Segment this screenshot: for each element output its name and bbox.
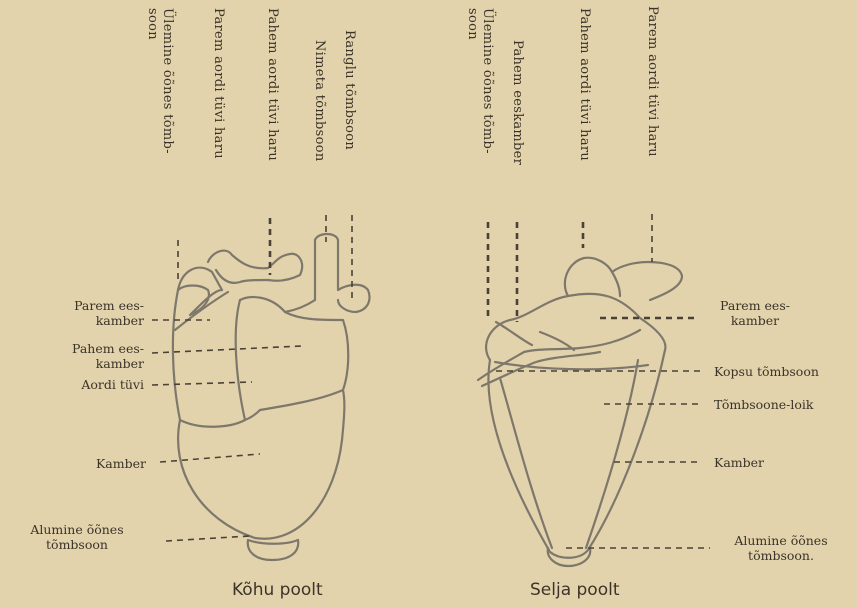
front-label-parem-aordi-tuvi-haru: Parem aordi tüvi haru <box>211 8 226 159</box>
back-label-pahem-aordi-tuvi-haru: Pahem aordi tüvi haru <box>577 8 592 161</box>
back-label-parem-eeskamber: Parem ees- kamber <box>705 298 805 328</box>
back-label-pahem-eeskamber: Pahem eeskamber <box>510 40 525 165</box>
front-label-kamber: Kamber <box>20 456 146 471</box>
back-label-ulemine-oones-tombsoon: Ülemine õõnes tõmb- soon <box>465 8 495 154</box>
back-label-kopsu-tombsoon: Kopsu tõmbsoon <box>714 364 854 379</box>
front-leader-lines <box>152 215 352 541</box>
back-label-parem-aordi-tuvi-haru: Parem aordi tüvi haru <box>645 6 660 157</box>
front-view-caption: Kõhu poolt <box>232 580 323 600</box>
front-label-alumine-oones-tombsoon: Alumine õõnes tõmbsoon <box>2 522 152 552</box>
front-label-ranglu-tombsoon: Ranglu tõmbsoon <box>342 30 357 150</box>
front-label-pahem-aordi-tuvi-haru: Pahem aordi tüvi haru <box>265 8 280 161</box>
back-label-tombsoone-loik: Tõmbsoone-loik <box>714 397 854 412</box>
back-label-kamber: Kamber <box>714 455 834 470</box>
back-view-caption: Selja poolt <box>530 580 620 600</box>
front-label-aordi-tuvi: Aordi tüvi <box>20 377 144 392</box>
front-label-nimeta-tombsoon: Nimeta tõmbsoon <box>312 40 327 162</box>
front-label-parem-eeskamber: Parem ees- kamber <box>20 298 144 328</box>
back-heart-outline <box>478 258 682 566</box>
front-heart-outline <box>173 234 370 560</box>
front-label-ulemine-oones-tombsoon: Ülemine õõnes tõmb- soon <box>145 8 175 154</box>
front-label-pahem-eeskamber: Pahem ees- kamber <box>20 341 144 371</box>
back-label-alumine-oones-tombsoon: Alumine õõnes tõmbsoon. <box>712 533 850 563</box>
